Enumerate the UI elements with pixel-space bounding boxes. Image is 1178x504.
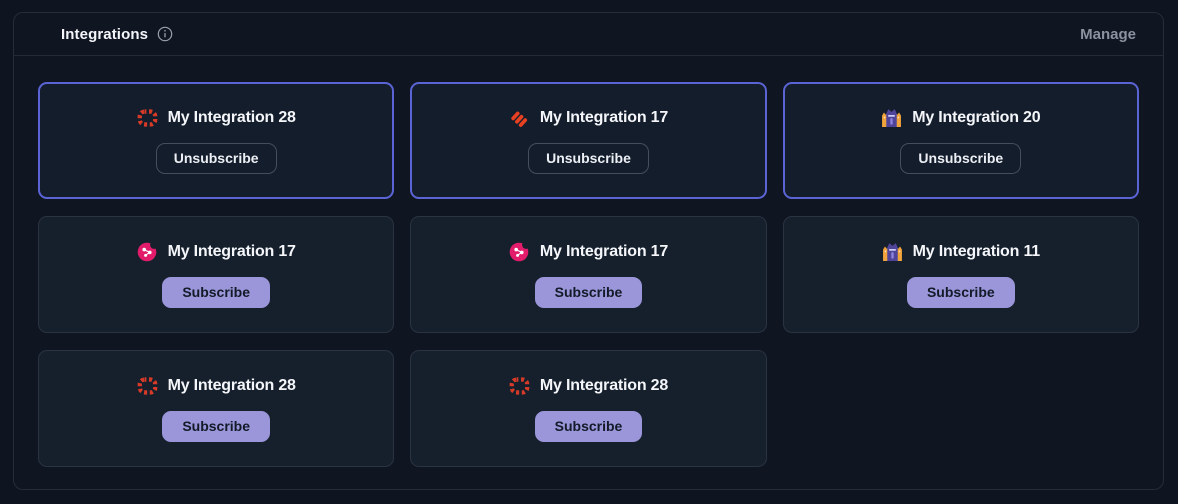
- integration-title: My Integration 20: [912, 108, 1041, 126]
- red-grid-icon: [509, 375, 530, 396]
- card-title-row: My Integration 11: [882, 241, 1040, 262]
- unsubscribe-button[interactable]: Unsubscribe: [155, 143, 277, 174]
- integration-card-1: My Integration 28 Unsubscribe: [38, 82, 395, 199]
- subscribe-button[interactable]: Subscribe: [906, 277, 1015, 308]
- pink-share-icon: [509, 241, 530, 262]
- integration-title: My Integration 28: [539, 376, 669, 394]
- integration-card-2: My Integration 17 Unsubscribe: [410, 82, 767, 199]
- red-grid-icon: [137, 375, 158, 396]
- card-title-row: My Integration 28: [137, 375, 296, 396]
- integration-title: My Integration 28: [167, 376, 296, 394]
- subscribe-button[interactable]: Subscribe: [534, 277, 643, 308]
- integration-title: My Integration 11: [912, 242, 1040, 260]
- integrations-grid: My Integration 28 Unsubscribe My Integra…: [14, 56, 1163, 492]
- subscribe-button[interactable]: Subscribe: [534, 411, 643, 442]
- card-title-row: My Integration 20: [881, 107, 1041, 128]
- pink-share-icon: [137, 241, 158, 262]
- card-title-row: My Integration 28: [137, 107, 296, 128]
- integration-card-6: My Integration 11 Subscribe: [782, 216, 1139, 333]
- red-slashes-icon: [509, 107, 530, 128]
- cats-icon: [882, 241, 903, 262]
- info-icon[interactable]: [157, 26, 173, 42]
- integration-title: My Integration 17: [167, 242, 296, 260]
- card-title-row: My Integration 17: [509, 241, 668, 262]
- unsubscribe-button[interactable]: Unsubscribe: [528, 143, 649, 174]
- integration-card-5: My Integration 17 Subscribe: [410, 216, 767, 333]
- integration-card-4: My Integration 17 Subscribe: [38, 216, 395, 333]
- integrations-panel: Integrations Manage My Integration 28 Un…: [13, 12, 1164, 490]
- unsubscribe-button[interactable]: Unsubscribe: [900, 143, 1022, 174]
- subscribe-button[interactable]: Subscribe: [162, 277, 271, 308]
- integration-title: My Integration 17: [539, 242, 669, 260]
- integration-card-3: My Integration 20 Unsubscribe: [782, 82, 1139, 199]
- integration-title: My Integration 28: [167, 108, 296, 126]
- cats-icon: [881, 107, 902, 128]
- card-title-row: My Integration 17: [509, 107, 668, 128]
- panel-header: Integrations Manage: [14, 13, 1163, 56]
- integration-title: My Integration 17: [539, 108, 669, 126]
- manage-link[interactable]: Manage: [1080, 25, 1136, 43]
- red-grid-icon: [137, 107, 158, 128]
- integration-card-8: My Integration 28 Subscribe: [410, 350, 767, 467]
- card-title-row: My Integration 28: [509, 375, 668, 396]
- page-title: Integrations: [61, 25, 149, 43]
- subscribe-button[interactable]: Subscribe: [162, 411, 271, 442]
- card-title-row: My Integration 17: [137, 241, 296, 262]
- integration-card-7: My Integration 28 Subscribe: [38, 350, 395, 467]
